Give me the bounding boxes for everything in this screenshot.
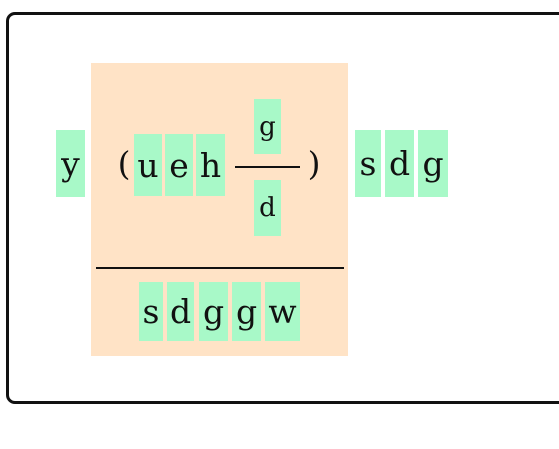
denominator-term: w xyxy=(265,282,300,341)
inner-term: e xyxy=(165,134,193,196)
suffix-term: s xyxy=(355,130,381,197)
denominator-term: s xyxy=(139,282,163,341)
inner-term: h xyxy=(196,134,225,196)
denominator-term: g xyxy=(199,282,228,341)
suffix-term: g xyxy=(418,130,448,197)
inner-fraction-bar xyxy=(235,166,300,168)
suffix-term: d xyxy=(385,130,414,197)
diagram-frame xyxy=(6,12,559,404)
inner-term: u xyxy=(134,134,162,196)
denominator-term: g xyxy=(232,282,261,341)
main-fraction-bar xyxy=(96,267,344,269)
denominator-term: d xyxy=(167,282,194,341)
prefix-term: y xyxy=(56,130,85,197)
open-paren: ( xyxy=(117,144,131,183)
close-paren: ) xyxy=(307,144,321,183)
inner-fraction-numerator: g xyxy=(254,99,281,154)
inner-fraction-denominator: d xyxy=(254,180,281,236)
